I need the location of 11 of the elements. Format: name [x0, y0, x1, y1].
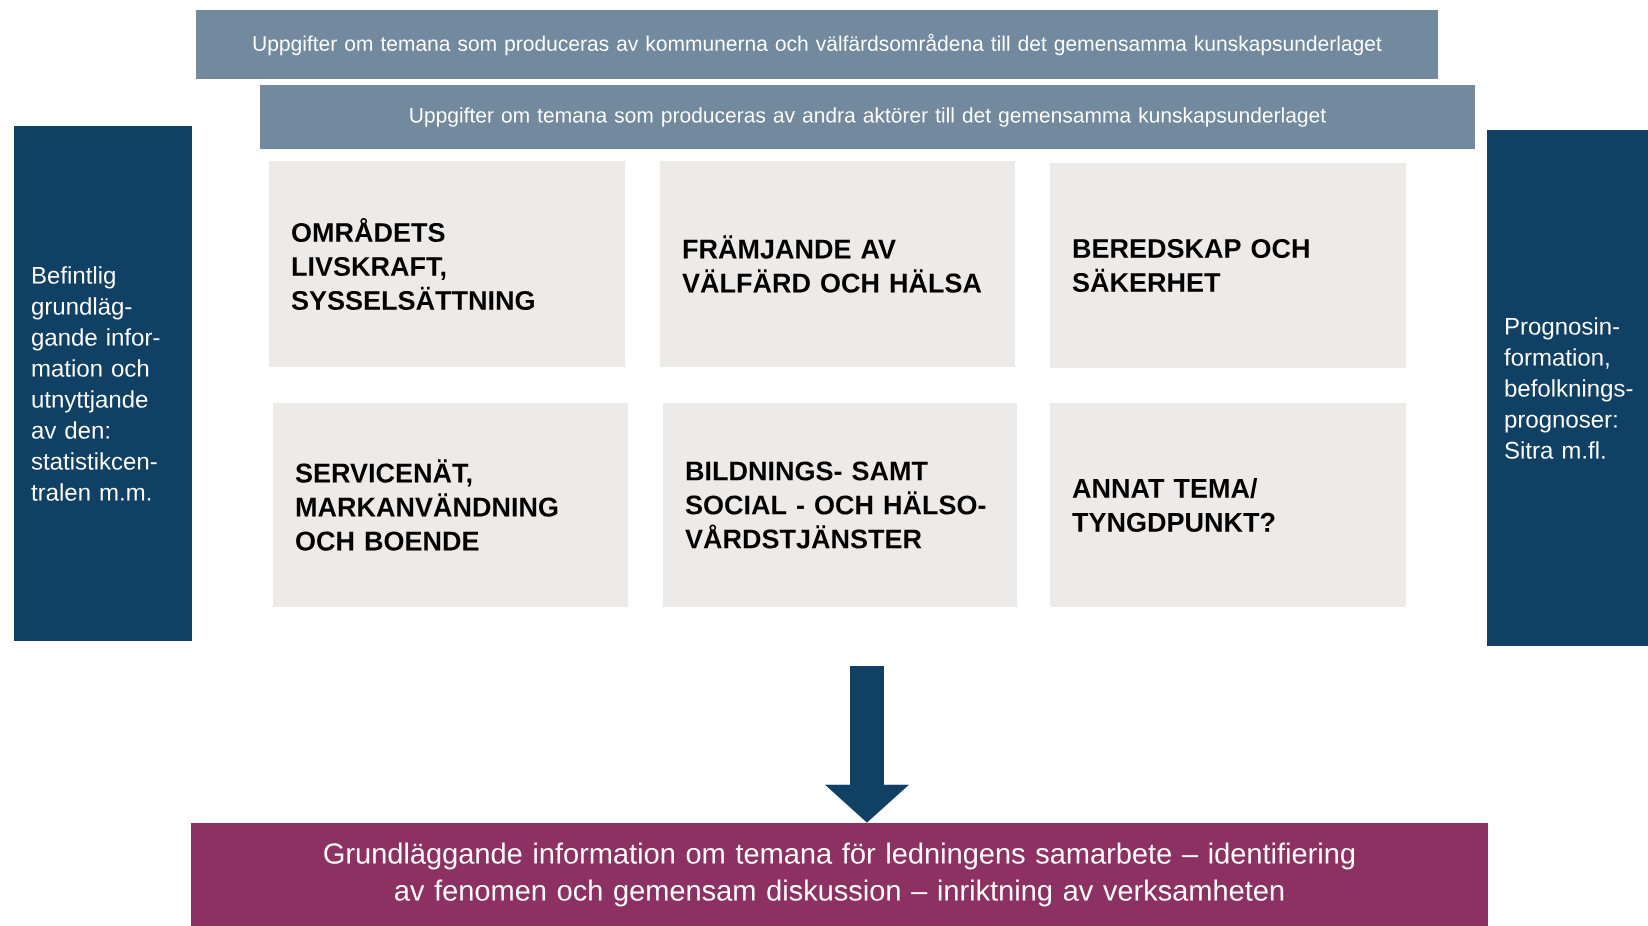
band: Uppgifter om temana som produceras av andra aktörer till det gemensamma kunskapsunderlaget [260, 85, 1475, 149]
theme-box: BILDNINGS- SAMT SOCIAL - OCH HÄLSO- VÅRDSTJÄNSTER [663, 403, 1017, 607]
band: Uppgifter om temana som produceras av kommunerna och välfärdsområdena till det gemensamma kunskapsunderlaget [196, 10, 1438, 79]
info-panel: Prognosin- formation, befolknings- prognoser: Sitra m.fl. [1487, 130, 1648, 646]
theme-box: FRÄMJANDE AV VÄLFÄRD OCH HÄLSA [660, 161, 1015, 367]
theme-box: SERVICENÄT, MARKANVÄNDNING OCH BOENDE [273, 403, 628, 607]
theme-box: BEREDSKAP OCH SÄKERHET [1050, 163, 1406, 368]
theme-box: OMRÅDETS LIVSKRAFT, SYSSELSÄTTNING [269, 161, 625, 367]
theme-box: ANNAT TEMA/ TYNGDPUNKT? [1050, 403, 1406, 607]
info-panel: Befintlig grundläg- gande infor- mation och utnyttjande av den: statistikcen- tralen m.m. [14, 126, 192, 641]
result-box: Grundläggande information om temana för ledningens samarbete – identifiering av fenomen och gemensam diskussion – inriktning av verksamheten [191, 823, 1488, 926]
